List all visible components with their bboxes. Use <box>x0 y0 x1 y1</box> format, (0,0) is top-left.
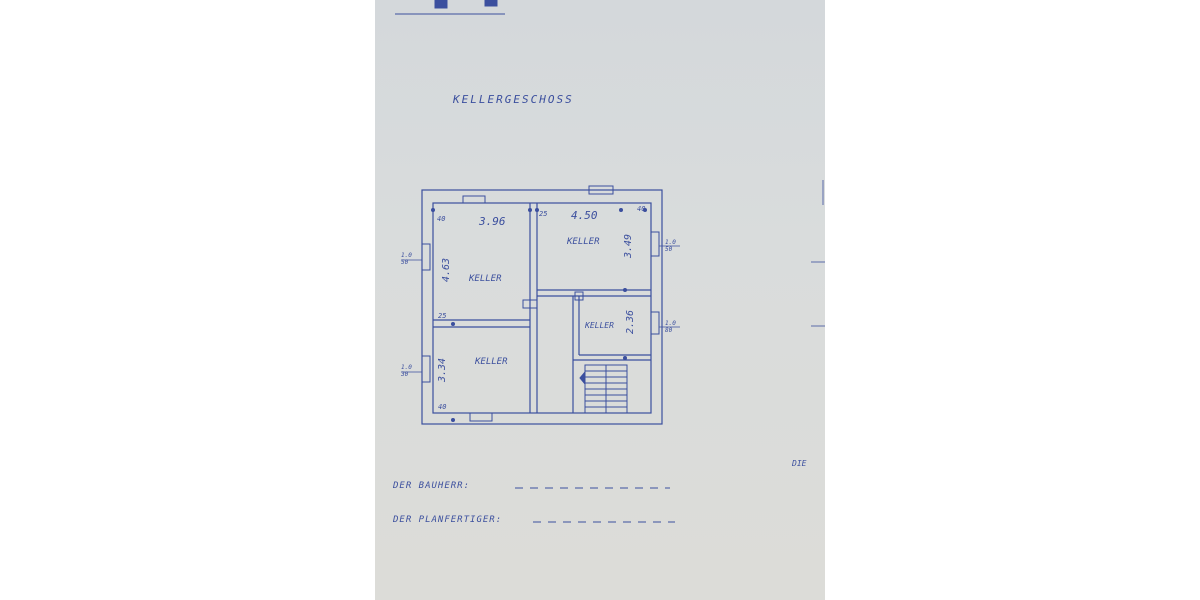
dim-top-left-width: 3.96 <box>478 215 506 228</box>
blueprint-photo: KELLERGESCHOSS <box>375 0 825 600</box>
right-page-fragment: DIE <box>791 459 807 468</box>
right-page-marks <box>811 180 825 327</box>
floor-plan-drawing: KELLERGESCHOSS <box>392 0 825 525</box>
dim-wall-e: 40 <box>437 215 445 223</box>
owner-signature-label: DER BAUHERR: <box>392 481 470 491</box>
window-openings <box>421 185 660 422</box>
room-label-small: KELLER <box>584 321 614 330</box>
room-label-top-left: KELLER <box>468 274 502 284</box>
dim-wall-d: 40 <box>438 403 446 411</box>
dim-left-height-upper: 4.63 <box>441 258 452 282</box>
planner-signature-label: DER PLANFERTIGER: <box>392 515 502 525</box>
staircase <box>579 364 628 414</box>
dimension-markers <box>431 208 647 422</box>
dim-left-height-lower: 3.34 <box>437 358 448 383</box>
dim-right-height-upper: 3.49 <box>623 234 634 259</box>
dim-wall-b: 40 <box>637 205 645 213</box>
top-edge-fragment <box>395 0 505 15</box>
room-label-bottom-left: KELLER <box>474 357 508 367</box>
dim-small-room-height: 2.36 <box>625 310 636 334</box>
dim-wall-c: 25 <box>438 312 446 320</box>
dim-wall-a: 25 <box>539 210 547 218</box>
room-label-top-right: KELLER <box>566 237 600 247</box>
plan-title: KELLERGESCHOSS <box>452 93 574 106</box>
dim-top-right-width: 4.50 <box>571 209 598 222</box>
